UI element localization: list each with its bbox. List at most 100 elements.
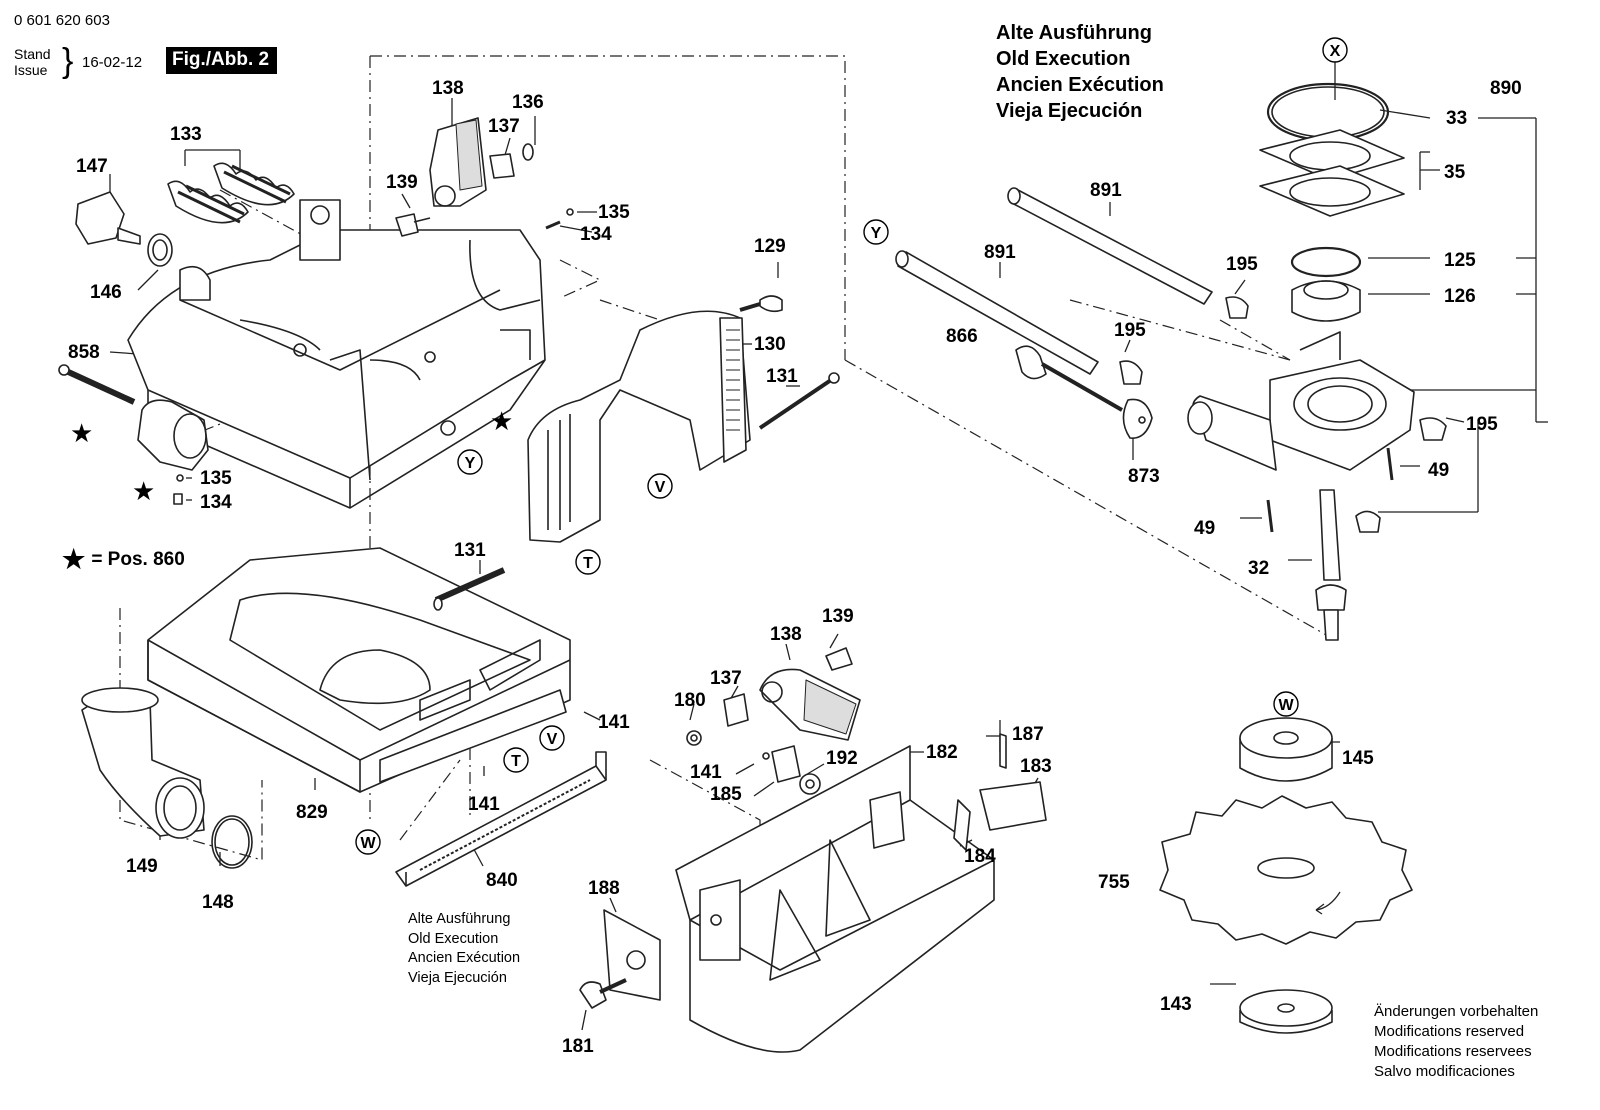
lever-138-top (395, 117, 574, 237)
reference-circles: X Y Y V V T T W W (355, 37, 1348, 855)
label-180: 180 (674, 690, 706, 711)
housing-858 (127, 199, 546, 509)
label-134: 134 (200, 492, 232, 513)
label-146: 146 (90, 282, 122, 303)
motor-flange (1187, 331, 1447, 641)
svg-text:V: V (655, 479, 666, 496)
label-138: 138 (432, 78, 464, 99)
old-execution-header: Alte Ausführung Old Execution Ancien Exé… (996, 20, 1164, 124)
label-138: 138 (770, 624, 802, 645)
modifications-fr: Modifications reservees (1374, 1043, 1532, 1060)
label-891: 891 (984, 242, 1016, 263)
lever-138-lower (686, 647, 861, 795)
leader-lines (109, 40, 1548, 1031)
label-49: 49 (1194, 518, 1215, 539)
svg-text:T: T (511, 753, 521, 770)
label-35: 35 (1444, 162, 1466, 183)
document-number: 0 601 620 603 (14, 12, 110, 29)
label-137: 137 (710, 668, 742, 689)
label-195: 195 (1114, 320, 1146, 341)
label-139: 139 (386, 172, 418, 193)
ref-circle-t: T (503, 747, 529, 773)
ref-circle-v: V (647, 473, 673, 499)
label-184: 184 (964, 846, 996, 867)
star-legend: ★= Pos. 860 (62, 544, 185, 575)
screw-and-knob-858: ★ ★ ★ (58, 364, 513, 506)
svg-text:W: W (1278, 697, 1294, 714)
issue-date: 16-02-12 (82, 54, 143, 71)
clamp-188 (579, 909, 661, 1009)
svg-text:★: ★ (132, 476, 155, 506)
svg-text:★: ★ (70, 418, 93, 448)
part-number-labels: 147 133 138 136 137 139 135 134 146 858 … (68, 78, 1522, 1057)
ref-circle-y: Y (457, 449, 483, 475)
modifications-note: Änderungen vorbehalten Modifications res… (1374, 1002, 1538, 1082)
old-execution-en: Old Execution (996, 48, 1131, 70)
label-182: 182 (926, 742, 958, 763)
label-134: 134 (580, 224, 612, 245)
label-32: 32 (1248, 558, 1269, 579)
base-829 (147, 547, 571, 793)
label-145: 145 (1342, 748, 1374, 769)
label-181: 181 (562, 1036, 594, 1057)
knob-147 (75, 191, 173, 267)
old-execution-note: Alte Ausführung Old Execution Ancien Exé… (408, 910, 520, 988)
label-147: 147 (76, 156, 108, 177)
label-195: 195 (1226, 254, 1258, 275)
label-858: 858 (68, 342, 100, 363)
label-33: 33 (1446, 108, 1467, 129)
ref-circle-v: V (539, 725, 565, 751)
brace-symbol: } (62, 42, 74, 80)
fence-130 (527, 295, 840, 543)
blade-group (1159, 717, 1413, 1034)
old-execution-es: Vieja Ejecución (996, 100, 1143, 122)
modifications-en: Modifications reserved (1374, 1023, 1525, 1040)
label-141: 141 (598, 712, 630, 733)
modifications-de: Änderungen vorbehalten (1374, 1003, 1539, 1020)
label-130: 130 (754, 334, 786, 355)
label-125: 125 (1444, 250, 1476, 271)
label-139: 139 (822, 606, 854, 627)
label-143: 143 (1160, 994, 1192, 1015)
label-126: 126 (1444, 286, 1476, 307)
svg-text:Y: Y (871, 225, 882, 242)
label-187: 187 (1012, 724, 1044, 745)
ref-circle-x: X (1322, 37, 1348, 63)
label-148: 148 (202, 892, 234, 913)
ref-circle-t: T (575, 549, 601, 575)
old-execution-note-fr: Ancien Exécution (408, 950, 521, 966)
ref-circle-w: W (355, 829, 381, 855)
label-829: 829 (296, 802, 328, 823)
label-183: 183 (1020, 756, 1052, 777)
label-840: 840 (486, 870, 518, 891)
label-192: 192 (826, 748, 858, 769)
label-141: 141 (690, 762, 722, 783)
rods-891 (895, 187, 1249, 385)
label-137: 137 (488, 116, 520, 137)
label-149: 149 (126, 856, 158, 877)
dust-port-149 (81, 687, 253, 869)
rail-840 (395, 751, 607, 887)
label-136: 136 (512, 92, 544, 113)
old-execution-fr: Ancien Exécution (996, 74, 1164, 96)
label-185: 185 (710, 784, 742, 805)
old-execution-note-de: Alte Ausführung (408, 911, 511, 927)
springs-133 (167, 162, 295, 224)
figure-label: Fig./Abb. 2 (166, 47, 278, 74)
ref-circle-y: Y (863, 219, 889, 245)
star-icon: ★ (62, 544, 86, 574)
upper-bearing-stack (1259, 82, 1405, 322)
stand-label: Stand (14, 46, 51, 62)
label-49: 49 (1428, 460, 1449, 481)
label-129: 129 (754, 236, 786, 257)
legend-text: = Pos. 860 (91, 549, 185, 570)
old-execution-note-es: Vieja Ejecución (408, 969, 507, 986)
old-execution-de: Alte Ausführung (996, 22, 1152, 44)
label-135: 135 (200, 468, 232, 489)
stand-issue-label: Stand Issue (14, 46, 51, 78)
label-131: 131 (454, 540, 486, 561)
label-135: 135 (598, 202, 630, 223)
label-873: 873 (1128, 466, 1160, 487)
label-890: 890 (1490, 78, 1522, 99)
